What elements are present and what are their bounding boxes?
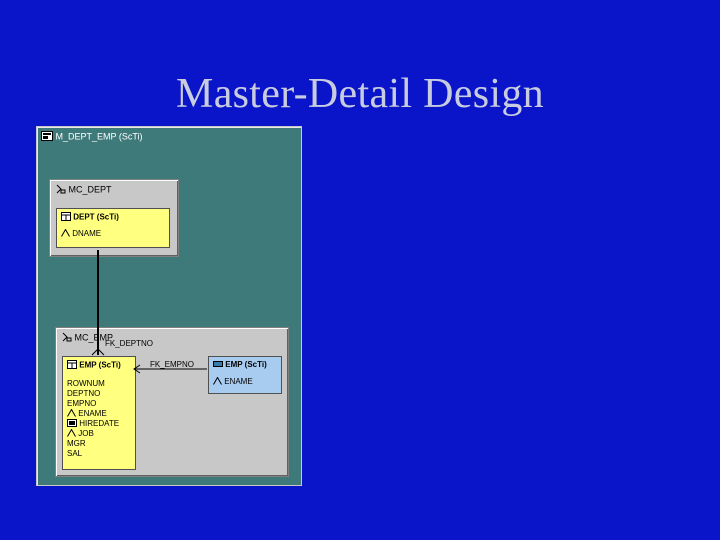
lookup-table-icon — [213, 360, 223, 370]
table-icon — [61, 212, 71, 223]
group-title-mc-emp: MC_EMP — [74, 332, 114, 343]
item-empno[interactable]: EMPNO — [67, 399, 97, 408]
module-window[interactable]: M_DEPT_EMP (ScTi) MC_DEPT DEPT (ScTi) DN… — [36, 126, 302, 486]
item-deptno[interactable]: DEPTNO — [67, 389, 101, 398]
block-title-row: EMP (ScTi) — [213, 360, 267, 370]
relation-group-icon — [62, 332, 72, 344]
slide-title: Master-Detail Design — [176, 71, 544, 117]
module-title: M_DEPT_EMP (ScTi) — [55, 131, 143, 142]
group-mc-emp[interactable]: MC_EMP EMP (ScTi) ROWNUM DEPTNO EMPNO EN… — [55, 327, 289, 477]
block-title-emp-lookup: EMP (ScTi) — [225, 360, 267, 370]
group-title-row: MC_EMP — [62, 332, 113, 344]
block-title-row: EMP (ScTi) — [67, 360, 121, 371]
group-title-mc-dept: MC_DEPT — [68, 184, 112, 195]
crows-foot-fk-deptno — [91, 348, 105, 356]
module-icon — [41, 131, 53, 143]
text-item-icon — [67, 408, 76, 419]
item-ename-label: ENAME — [78, 409, 107, 419]
block-title-emp-detail: EMP (ScTi) — [79, 360, 121, 370]
item-ename-lookup-label: ENAME — [224, 377, 253, 387]
block-title-dept: DEPT (ScTi) — [73, 212, 119, 222]
crows-foot-fk-empno — [133, 364, 141, 374]
table-icon — [67, 360, 77, 371]
item-hiredate[interactable]: HIREDATE — [67, 419, 119, 429]
item-rownum[interactable]: ROWNUM — [67, 379, 105, 388]
block-title-row: DEPT (ScTi) — [61, 212, 119, 223]
item-ename-lookup[interactable]: ENAME — [213, 376, 253, 387]
item-ename[interactable]: ENAME — [67, 408, 107, 419]
block-dept[interactable]: DEPT (ScTi) DNAME — [56, 208, 170, 248]
group-mc-dept[interactable]: MC_DEPT DEPT (ScTi) DNAME — [49, 179, 179, 257]
text-item-icon — [213, 376, 222, 387]
item-job-label: JOB — [78, 429, 94, 439]
item-sal[interactable]: SAL — [67, 449, 83, 458]
date-item-icon — [67, 419, 77, 429]
text-item-icon — [67, 428, 76, 439]
item-row[interactable]: DNAME — [61, 228, 102, 239]
text-item-icon — [61, 228, 70, 239]
item-mgr[interactable]: MGR — [67, 439, 86, 448]
item-job[interactable]: JOB — [67, 428, 94, 439]
module-title-row: M_DEPT_EMP (ScTi) — [41, 131, 143, 143]
block-emp-lookup[interactable]: EMP (ScTi) ENAME — [208, 356, 282, 394]
group-title-row: MC_DEPT — [56, 184, 112, 196]
item-hiredate-label: HIREDATE — [79, 419, 120, 429]
item-dname: DNAME — [72, 229, 102, 239]
block-emp-detail[interactable]: EMP (ScTi) ROWNUM DEPTNO EMPNO ENAME HIR… — [62, 356, 136, 470]
relation-label-fk-empno: FK_EMPNO — [150, 360, 195, 369]
relation-label-fk-deptno: FK_DEPTNO — [105, 339, 154, 348]
relationship-lines — [91, 250, 207, 374]
relation-group-icon — [56, 184, 66, 196]
